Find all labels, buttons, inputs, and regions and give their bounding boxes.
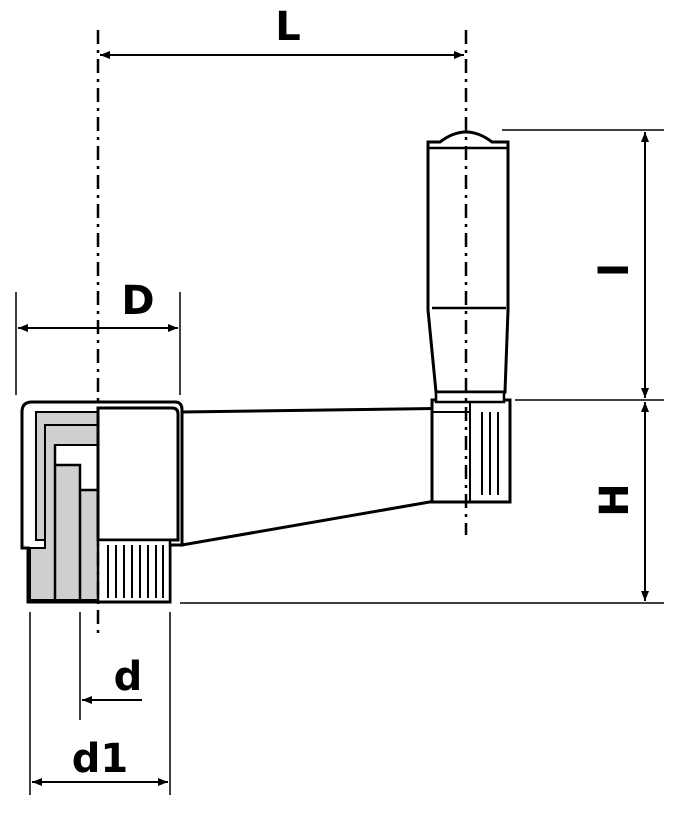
extension-lines	[15, 129, 664, 795]
hub-front-boss	[96, 406, 180, 542]
label-d1: d1	[72, 736, 128, 782]
dimension-lines	[18, 51, 649, 786]
label-D: D	[121, 278, 154, 324]
hub-section	[20, 400, 184, 604]
handle-pivot-boss	[430, 398, 512, 504]
hub-bore-step	[53, 445, 98, 600]
label-L: L	[275, 4, 301, 50]
label-d: d	[114, 654, 143, 700]
label-l: l	[592, 263, 638, 277]
center-lines	[96, 30, 468, 635]
handle-grip	[426, 130, 510, 404]
hub-outline	[20, 400, 184, 604]
label-H: H	[592, 483, 638, 516]
crank-arm	[180, 406, 472, 547]
knurl-lines	[107, 545, 164, 598]
